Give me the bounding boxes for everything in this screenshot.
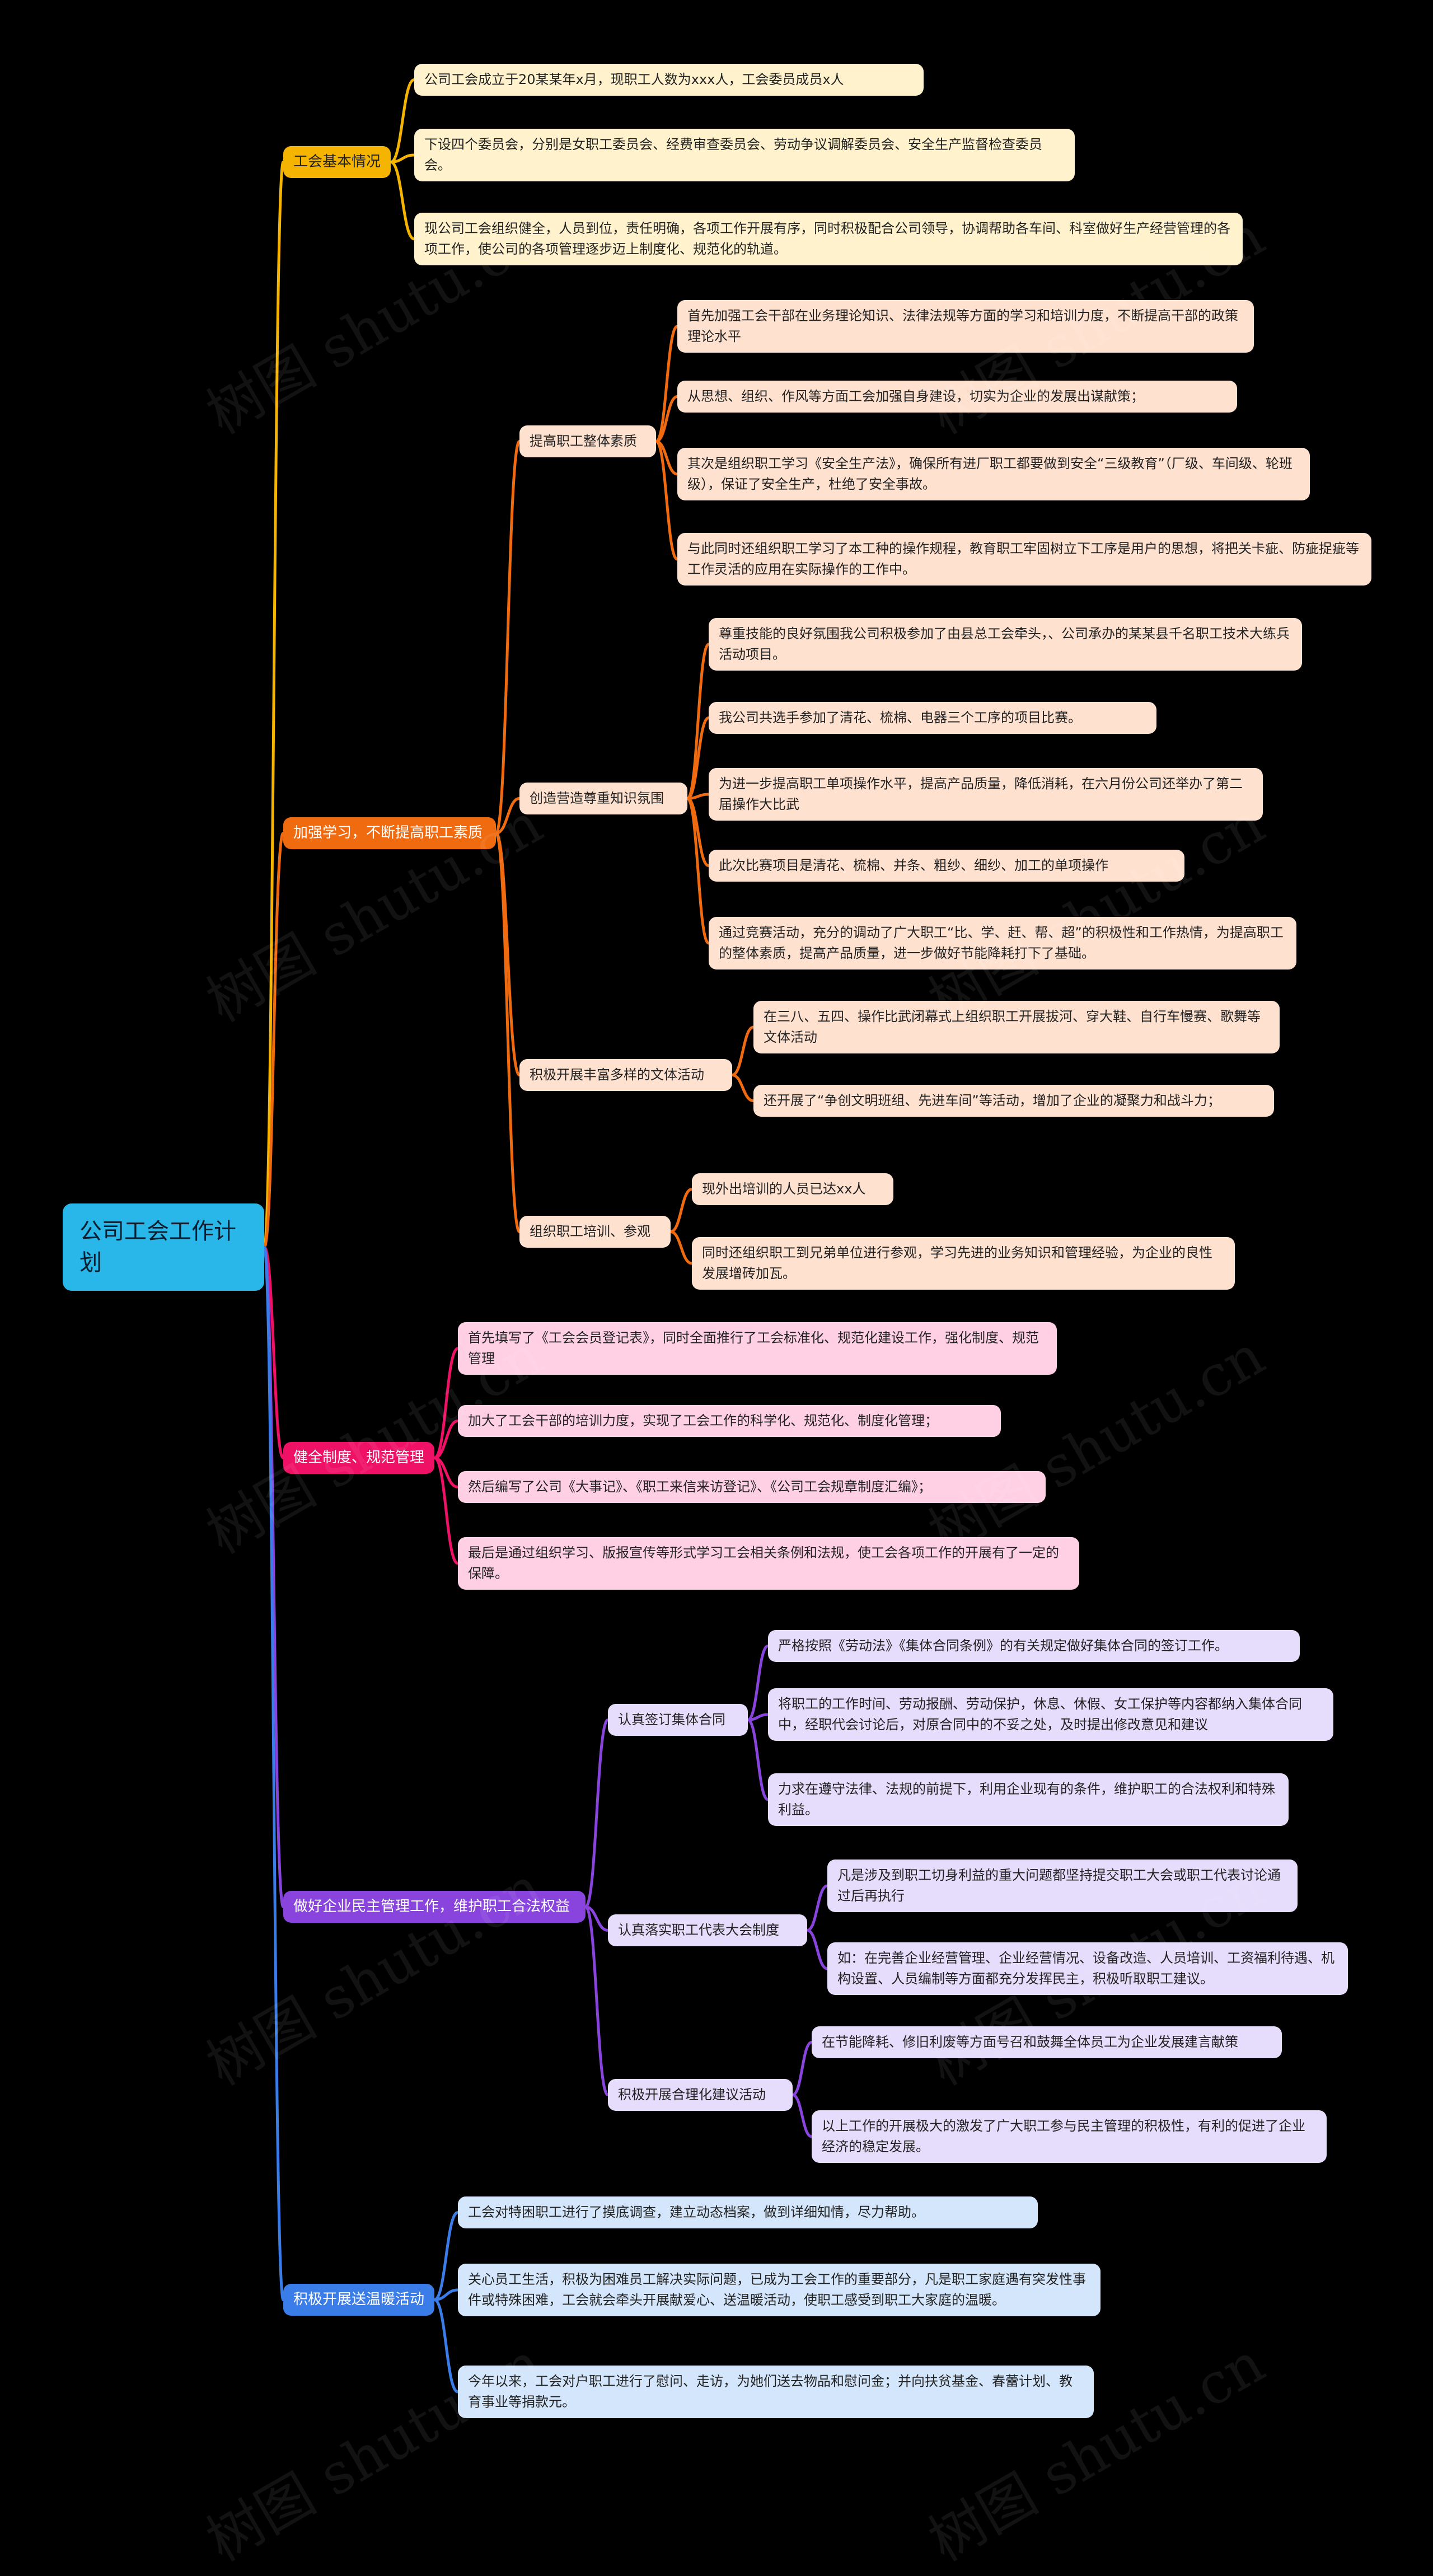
branch-union-basics[interactable]: 工会基本情况 bbox=[283, 146, 391, 178]
connector-line bbox=[433, 1347, 459, 1459]
sub-topic[interactable]: 提高职工整体素质 bbox=[519, 425, 656, 457]
leaf-node[interactable]: 尊重技能的良好氛围我公司积极参加了由县总工会牵头，、公司承办的某某县千名职工技术… bbox=[709, 618, 1302, 671]
leaf-node[interactable]: 加大了工会干部的培训力度，实现了工会工作的科学化、规范化、制度化管理； bbox=[458, 1405, 1001, 1437]
leaf-node[interactable]: 同时还组织职工到兄弟单位进行参观，学习先进的业务知识和管理经验，为企业的良性发展… bbox=[692, 1237, 1235, 1290]
connector-line bbox=[655, 325, 678, 443]
connector-line bbox=[494, 440, 521, 835]
connector-line bbox=[807, 1929, 828, 1970]
leaf-node[interactable]: 下设四个委员会，分别是女职工委员会、经费审查委员会、劳动争议调解委员会、安全生产… bbox=[414, 129, 1075, 181]
leaf-node[interactable]: 最后是通过组织学习、版报宣传等形式学习工会相关条例和法规，使工会各项工作的开展有… bbox=[458, 1537, 1079, 1590]
connector-line bbox=[792, 2093, 812, 2138]
connector-line bbox=[686, 716, 710, 800]
connector-line bbox=[390, 161, 415, 241]
connector-line bbox=[585, 1905, 608, 1932]
connector-line bbox=[584, 1718, 610, 1908]
connector-line bbox=[655, 395, 678, 443]
leaf-node[interactable]: 为进一步提高职工单项操作水平，提高产品质量，降低消耗，在六月份公司还举办了第二届… bbox=[709, 768, 1263, 821]
leaf-node[interactable]: 与此同时还组织职工学习了本工种的操作规程，教育职工牢固树立下工序是用户的思想，将… bbox=[677, 533, 1371, 586]
leaf-node[interactable]: 凡是涉及到职工切身利益的重大问题都坚持提交职工大会或职工代表讨论通过后再执行 bbox=[827, 1860, 1298, 1912]
connector-line bbox=[263, 832, 285, 1249]
connector-line bbox=[433, 1456, 459, 1565]
sub-topic[interactable]: 组织职工培训、参观 bbox=[519, 1216, 671, 1248]
connector-line bbox=[433, 2298, 459, 2394]
sub-topic[interactable]: 积极开展丰富多样的文体活动 bbox=[519, 1059, 732, 1091]
connector-line bbox=[263, 1245, 285, 2301]
connector-line bbox=[670, 1230, 692, 1265]
leaf-node[interactable]: 严格按照《劳动法》《集体合同条例》的有关规定做好集体合同的签订工作。 bbox=[768, 1630, 1300, 1662]
connector-line bbox=[263, 161, 285, 1249]
connector-line bbox=[807, 1884, 828, 1932]
connector-line bbox=[732, 1025, 754, 1076]
connector-lines bbox=[263, 78, 828, 2394]
sub-topic[interactable]: 积极开展合理化建议活动 bbox=[608, 2079, 793, 2111]
leaf-node[interactable]: 我公司共选手参加了清花、梳棉、电器三个工序的项目比赛。 bbox=[709, 702, 1156, 734]
leaf-node[interactable]: 如：在完善企业经营管理、企业经营情况、设备改造、人员培训、工资福利待遇、机构设置… bbox=[827, 1942, 1348, 1995]
branch-regulations[interactable]: 健全制度、规范管理 bbox=[283, 1442, 434, 1474]
leaf-node[interactable]: 将职工的工作时间、劳动报酬、劳动保护，休息、休假、女工保护等内容都纳入集体合同中… bbox=[768, 1688, 1333, 1741]
leaf-node[interactable]: 现公司工会组织健全，人员到位，责任明确，各项工作开展有序，同时积极配合公司领导，… bbox=[414, 213, 1243, 265]
connector-line bbox=[495, 797, 520, 835]
connector-line bbox=[434, 1420, 458, 1459]
connector-line bbox=[686, 797, 710, 945]
branch-care-activities[interactable]: 积极开展送温暖活动 bbox=[283, 2284, 434, 2316]
connector-line bbox=[584, 1905, 610, 2096]
leaf-node[interactable]: 在节能降耗、修旧利废等方面号召和鼓舞全体员工为企业发展建言献策 bbox=[812, 2026, 1282, 2058]
connector-line bbox=[747, 1718, 769, 1801]
leaf-node[interactable]: 还开展了“争创文明班组、先进车间”等活动，增加了企业的凝聚力和战斗力； bbox=[753, 1085, 1274, 1117]
connector-line bbox=[670, 1188, 692, 1233]
leaf-node[interactable]: 现外出培训的人员已达xx人 bbox=[692, 1173, 893, 1205]
leaf-node[interactable]: 工会对特困职工进行了摸底调查，建立动态档案，做到详细知情，尽力帮助。 bbox=[458, 2196, 1038, 2228]
leaf-node[interactable]: 关心员工生活，积极为困难员工解决实际问题，已成为工会工作的重要部分，凡是职工家庭… bbox=[458, 2264, 1100, 2316]
connector-line bbox=[732, 1074, 754, 1102]
connector-line bbox=[747, 1645, 769, 1721]
root-topic[interactable]: 公司工会工作计划 bbox=[63, 1203, 264, 1291]
leaf-node[interactable]: 然后编写了公司《大事记》、《职工来信来访登记》、《公司工会规章制度汇编》； bbox=[458, 1471, 1046, 1503]
sub-topic[interactable]: 认真签订集体合同 bbox=[608, 1704, 748, 1736]
leaf-node[interactable]: 其次是组织职工学习《安全生产法》，确保所有进厂职工都要做到安全“三级教育”（厂级… bbox=[677, 448, 1310, 500]
connector-line bbox=[792, 2041, 813, 2096]
connector-line bbox=[494, 832, 521, 1233]
leaf-node[interactable]: 首先加强工会干部在业务理论知识、法律法规等方面的学习和培训力度，不断提高干部的政… bbox=[677, 300, 1254, 353]
leaf-node[interactable]: 首先填写了《工会会员登记表》，同时全面推行了工会标准化、规范化建设工作，强化制度… bbox=[458, 1322, 1057, 1375]
leaf-node[interactable]: 以上工作的开展极大的激发了广大职工参与民主管理的积极性，有利的促进了企业经济的稳… bbox=[812, 2110, 1327, 2163]
connector-line bbox=[434, 2288, 458, 2301]
leaf-node[interactable]: 此次比赛项目是清花、梳棉、并条、粗纱、细纱、加工的单项操作 bbox=[709, 850, 1184, 882]
sub-topic[interactable]: 认真落实职工代表大会制度 bbox=[608, 1914, 807, 1946]
leaf-node[interactable]: 通过竞赛活动，充分的调动了广大职工“比、学、赶、帮、超”的积极性和工作热情，为提… bbox=[709, 917, 1296, 969]
leaf-node[interactable]: 公司工会成立于20某某年x月，现职工人数为xxx人，工会委员成员x人 bbox=[414, 64, 924, 96]
branch-democratic-management[interactable]: 做好企业民主管理工作，维护职工合法权益 bbox=[283, 1891, 586, 1923]
leaf-node[interactable]: 在三八、五四、操作比武闭幕式上组织职工开展拔河、穿大鞋、自行车慢赛、歌舞等文体活… bbox=[753, 1001, 1280, 1053]
leaf-node[interactable]: 从思想、组织、作风等方面工会加强自身建设，切实为企业的发展出谋献策； bbox=[677, 381, 1237, 413]
leaf-node[interactable]: 力求在遵守法律、法规的前提下，利用企业现有的条件，维护职工的合法权利和特殊利益。 bbox=[768, 1773, 1289, 1826]
connector-line bbox=[433, 2211, 459, 2301]
connector-line bbox=[655, 440, 678, 561]
connector-line bbox=[390, 78, 415, 163]
branch-learning[interactable]: 加强学习，不断提高职工素质 bbox=[283, 817, 496, 849]
leaf-node[interactable]: 今年以来，工会对户职工进行了慰问、走访，为她们送去物品和慰问金；并向扶贫基金、春… bbox=[458, 2366, 1094, 2418]
sub-topic[interactable]: 创造营造尊重知识氛围 bbox=[519, 783, 687, 814]
